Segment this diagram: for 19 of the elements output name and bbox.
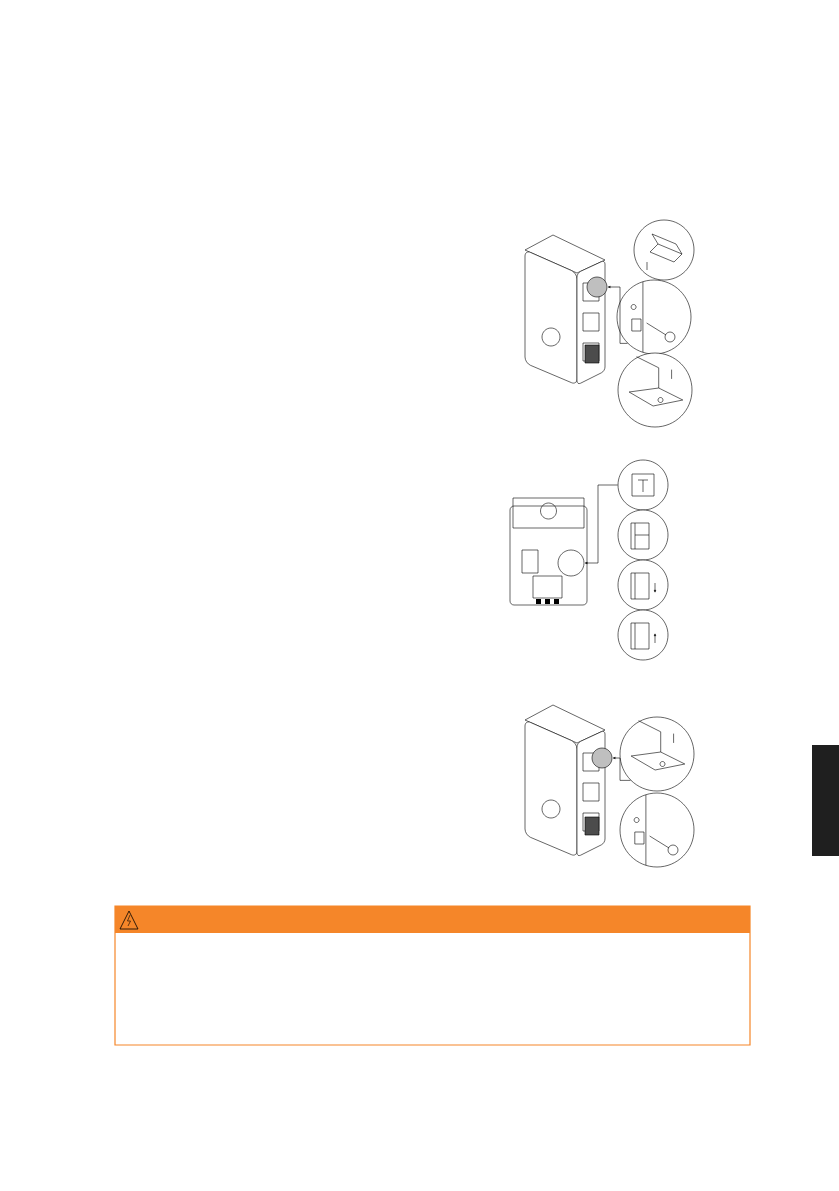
arrow [584, 484, 618, 565]
detail-marker [586, 276, 608, 298]
detail-view-drawing [617, 559, 669, 611]
detail-marker [557, 549, 585, 577]
arrow [612, 756, 631, 781]
base-plate-drawing [509, 497, 588, 606]
device-drawing [524, 704, 606, 856]
detail-view-drawing [616, 279, 692, 355]
detail-view-drawing [619, 716, 695, 792]
device-drawing [524, 234, 606, 384]
detail-marker [591, 747, 613, 769]
side-tab [812, 745, 839, 856]
arrow [607, 285, 628, 344]
detail-view-drawing [617, 352, 693, 428]
detail-view-drawing [617, 509, 669, 561]
detail-view-drawing [617, 459, 669, 511]
detail-view-drawing [633, 219, 695, 281]
detail-view-drawing [617, 609, 669, 661]
detail-view-drawing [619, 792, 695, 868]
